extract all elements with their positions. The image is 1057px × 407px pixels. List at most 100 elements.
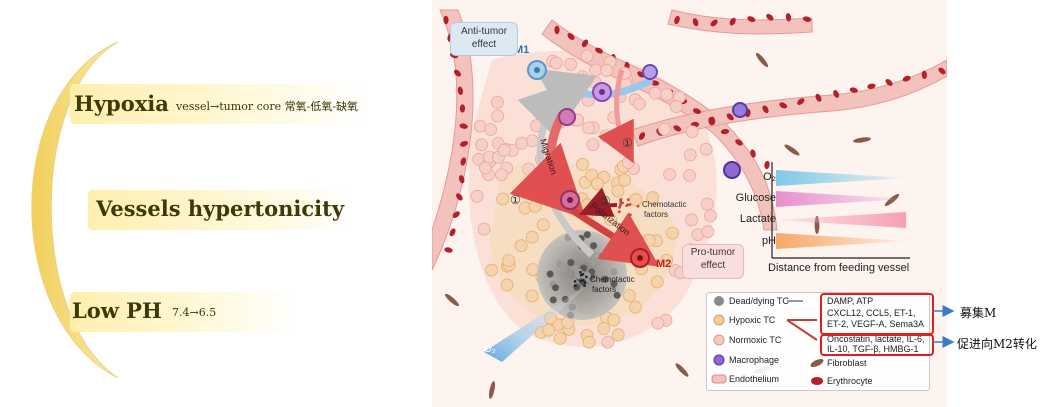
vessel-top xyxy=(667,9,813,35)
erythrocyte xyxy=(802,16,812,22)
hypertonicity-title: Vessels hypertonicity xyxy=(96,196,345,221)
chemotactic-dot xyxy=(619,202,623,205)
legend-cxcl12: CXCL12, CCL5, ET-1, xyxy=(827,308,916,318)
erythrocyte xyxy=(885,79,893,86)
gradient-row-lactate: Lactate xyxy=(739,213,776,225)
chemotactic-dot xyxy=(573,280,577,283)
hypoxic-tumor-cell xyxy=(650,275,664,289)
erythrocyte xyxy=(735,139,743,146)
normoxic-tumor-cell xyxy=(621,156,635,169)
dead-tc-icon xyxy=(714,296,724,306)
hypertonicity-band xyxy=(88,190,353,230)
hypoxic-tumor-cell xyxy=(629,300,642,314)
dead-tumor-cell xyxy=(610,268,618,276)
legend-erythrocyte: Erythrocyte xyxy=(827,376,873,386)
hypoxic-tumor-cell xyxy=(525,230,539,244)
legend: Dead/dying TC Hypoxic TC Normoxic TC Mac… xyxy=(706,292,930,391)
dead-tumor-cell xyxy=(546,270,554,278)
normoxic-tumor-cell xyxy=(685,213,699,227)
bracket-arc xyxy=(31,41,119,379)
dead-tumor-cell xyxy=(569,303,576,311)
dead-tumor-cell xyxy=(599,252,607,260)
legend-oncostatin: Oncostatin, lactate, IL-6, xyxy=(827,334,925,344)
pro-tumor-line-2: effect xyxy=(700,260,726,271)
promote-highlight-box xyxy=(820,334,934,356)
endothelium-icon xyxy=(711,374,727,384)
legend-fibroblast: Fibroblast xyxy=(827,358,867,368)
chemotactic-label-2a: Chemotactic xyxy=(590,275,634,284)
normoxic-tumor-cell xyxy=(586,138,600,152)
hypoxic-tumor-cell xyxy=(622,289,636,303)
normoxic-tumor-cell xyxy=(582,121,596,135)
left-panel: Hypoxia vessel→tumor core 常氧-低氧-缺氧 Vesse… xyxy=(0,0,430,407)
gradient-xlabel: Distance from feeding vessel xyxy=(768,262,910,274)
normoxic-tumor-cell xyxy=(477,222,491,236)
gradient-wedge xyxy=(776,170,906,186)
chemotactic-factor-dots xyxy=(573,198,640,287)
normoxic-tumor-cell xyxy=(589,63,603,77)
normoxic-tumor-cell xyxy=(475,138,488,152)
dead-tumor-cell xyxy=(580,264,588,272)
erythrocyte xyxy=(457,86,464,95)
erythrocyte xyxy=(867,83,876,89)
normoxic-tumor-cell xyxy=(651,316,665,330)
erythrocyte xyxy=(779,102,788,109)
hypoxic-tumor-cell xyxy=(500,278,514,292)
chemotactic-dot xyxy=(585,275,588,279)
m2-label: M2 xyxy=(656,258,671,270)
o2-arrow xyxy=(484,282,592,362)
erythrocyte xyxy=(709,116,716,125)
dead-tumor-cell xyxy=(574,272,582,280)
low-ph-band xyxy=(70,292,300,332)
hypoxic-tumor-cell xyxy=(660,253,674,267)
erythrocyte xyxy=(750,149,756,158)
fibroblast-icon xyxy=(810,358,824,368)
dead-tumor-cell xyxy=(590,258,598,266)
hypoxic-tumor-cell xyxy=(642,233,656,247)
normoxic-tumor-cell xyxy=(484,123,497,136)
pro-tumor-line-1: Pro-tumor xyxy=(690,247,736,258)
fibroblast xyxy=(853,137,871,143)
fibroblast xyxy=(488,381,496,399)
hypoxic-tumor-cell xyxy=(582,335,596,349)
normoxic-tumor-cell xyxy=(663,168,677,181)
erythrocyte xyxy=(673,125,682,132)
chemotactic-dot xyxy=(579,280,582,283)
hypoxic-tumor-cell xyxy=(646,191,660,205)
chemotactic-label-2b: factors xyxy=(592,285,616,294)
legend-endothelium: Endothelium xyxy=(729,374,780,384)
normoxic-tumor-cell xyxy=(704,209,717,223)
o2-arrow-label: O₂ xyxy=(484,344,496,355)
normoxic-tumor-cell xyxy=(576,73,590,87)
dead-tumor-cell xyxy=(613,291,621,299)
normoxic-tumor-cell xyxy=(564,57,578,71)
vessel-left xyxy=(432,9,474,271)
fibroblast xyxy=(784,144,800,156)
legend-damp: DAMP, ATP xyxy=(827,296,874,306)
hypoxic-tumor-cell xyxy=(553,331,567,345)
step1-arrow xyxy=(597,69,634,164)
erythrocyte xyxy=(938,67,946,75)
hypoxia-band xyxy=(70,84,370,124)
normoxic-tumor-cell xyxy=(633,97,646,111)
hypoxic-tumor-cell xyxy=(502,254,515,268)
promote-m2-note: 促进向M2转化 xyxy=(957,337,1037,351)
dead-tumor-cell xyxy=(610,280,618,288)
legend-il10: IL-10, TGF-β, HMBG-1 xyxy=(827,344,919,354)
hypoxia-note: vessel→tumor core 常氧-低氧-缺氧 xyxy=(176,100,359,113)
legend-icons xyxy=(711,296,824,385)
macrophage-icon xyxy=(713,354,725,366)
hypoxic-tumor-cell xyxy=(542,323,556,337)
normoxic-tumor-cell xyxy=(549,56,563,70)
chemotactic-dot xyxy=(581,279,585,282)
hypoxic-tumor-cell xyxy=(611,328,625,342)
erythrocyte xyxy=(449,228,456,237)
normoxic-tumor-cell xyxy=(600,63,614,77)
gradient-row-glucose: Glucose xyxy=(735,192,776,204)
erythrocyte xyxy=(456,193,463,201)
legend-macrophage: Macrophage xyxy=(729,355,780,365)
normoxic-tumor-cell xyxy=(491,109,505,123)
normoxic-tumor-cell xyxy=(491,95,504,109)
erythrocyte xyxy=(460,157,467,166)
erythrocyte xyxy=(567,33,575,40)
